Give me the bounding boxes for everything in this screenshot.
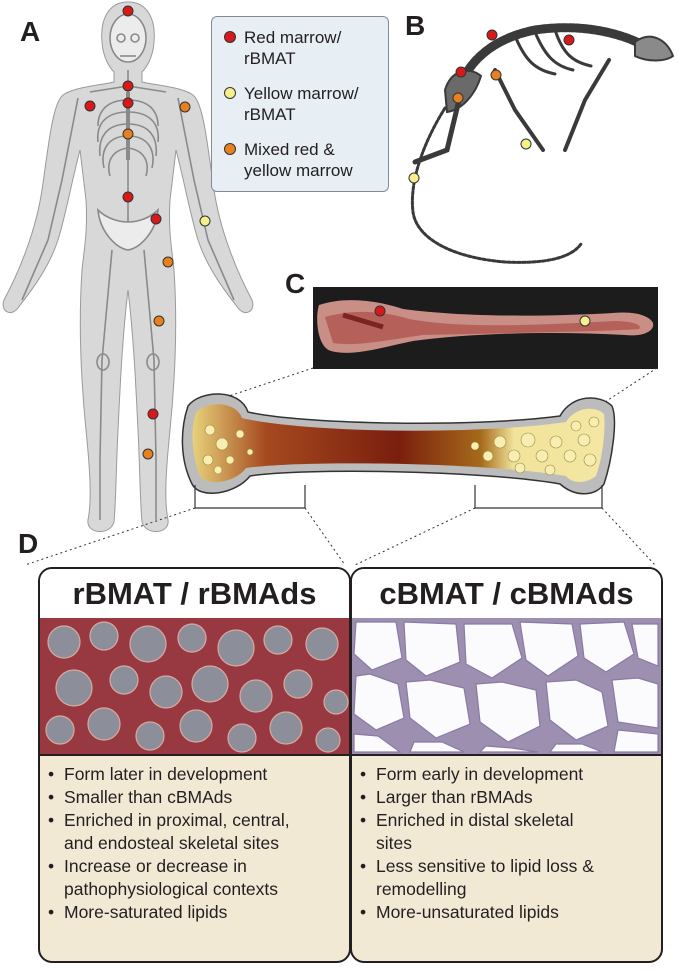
- human-skeleton-figure: [2, 1, 254, 532]
- list-item: Enriched in distal skeletal: [360, 809, 657, 832]
- mouse-skeleton-figure: [408, 23, 675, 264]
- cbmat-card: cBMAT / cBMAds Form early in development…: [350, 567, 663, 963]
- panel-label-a: A: [20, 16, 41, 47]
- marker-sternum-red: [122, 97, 134, 109]
- cbmat-bullet-list: Form early in development Larger than rB…: [360, 763, 657, 924]
- marker-tibia-mixed: [142, 448, 154, 460]
- marker-tibia-proximal-red: [147, 408, 159, 420]
- orange-dot-icon: [224, 143, 236, 155]
- yellow-dot-icon: [224, 87, 236, 99]
- marker-femur-head-mixed: [162, 256, 174, 268]
- marker-bone-distal-yellow: [579, 315, 591, 327]
- rbmat-card: rBMAT / rBMAds Form later in development…: [38, 567, 351, 963]
- list-item: More-unsaturated lipids: [360, 901, 657, 924]
- marker-mouse-femur-mixed: [452, 92, 464, 104]
- marrow-legend: Red marrow/ rBMAT Yellow marrow/ rBMAT M…: [211, 16, 389, 192]
- marker-lumbar-red: [122, 191, 134, 203]
- legend-item-yellow-marrow: Yellow marrow/ rBMAT: [224, 83, 359, 125]
- bone-photo: [313, 287, 658, 369]
- list-item-continuation: and endosteal skeletal sites: [64, 833, 279, 853]
- list-item: More-saturated lipids: [48, 901, 345, 924]
- list-item: Smaller than cBMAds: [48, 786, 345, 809]
- legend-item-mixed-marrow: Mixed red & yellow marrow: [224, 139, 353, 181]
- marker-humerus-head-mixed: [179, 101, 191, 113]
- list-item-continuation: sites: [376, 833, 412, 853]
- cbmat-histology-image: [352, 618, 661, 756]
- list-item: Less sensitive to lipid loss &: [360, 855, 657, 878]
- marker-mouse-humerus-mixed: [490, 69, 502, 81]
- list-item-continuation: pathophysiological contexts: [64, 879, 279, 899]
- panel-label-c: C: [285, 268, 306, 299]
- marker-mouse-cervical-red: [563, 34, 575, 46]
- marker-femur-shaft-mixed: [153, 315, 165, 327]
- list-item: Increase or decrease in: [48, 855, 345, 878]
- panel-label-d: D: [18, 528, 39, 559]
- marker-scapula-red: [84, 100, 96, 112]
- marker-mouse-thoracic-red: [486, 29, 498, 41]
- list-item-continuation: remodelling: [376, 879, 467, 899]
- bone-schematic: [24, 367, 658, 566]
- panel-label-b: B: [405, 10, 426, 41]
- marker-pelvis-red: [150, 213, 162, 225]
- list-item: Form early in development: [360, 763, 657, 786]
- marker-forearm-yellow: [199, 215, 211, 227]
- marker-sternum-mixed: [122, 128, 134, 140]
- marker-mouse-tail-yellow: [408, 172, 420, 184]
- rbmat-bullet-list: Form later in development Smaller than c…: [48, 763, 345, 924]
- marker-mouse-pelvis-red: [455, 66, 467, 78]
- cbmat-card-title: cBMAT / cBMAds: [352, 569, 661, 620]
- marker-skull-red: [122, 5, 134, 17]
- marker-cervical-red: [122, 80, 134, 92]
- marker-bone-proximal-red: [374, 305, 386, 317]
- rbmat-card-title: rBMAT / rBMAds: [40, 569, 349, 620]
- list-item: Enriched in proximal, central,: [48, 809, 345, 832]
- list-item: Form later in development: [48, 763, 345, 786]
- list-item: Larger than rBMAds: [360, 786, 657, 809]
- marker-mouse-forelimb-yellow: [520, 138, 532, 150]
- rbmat-histology-image: [40, 618, 349, 756]
- red-dot-icon: [224, 31, 236, 43]
- legend-item-red-marrow: Red marrow/ rBMAT: [224, 27, 341, 69]
